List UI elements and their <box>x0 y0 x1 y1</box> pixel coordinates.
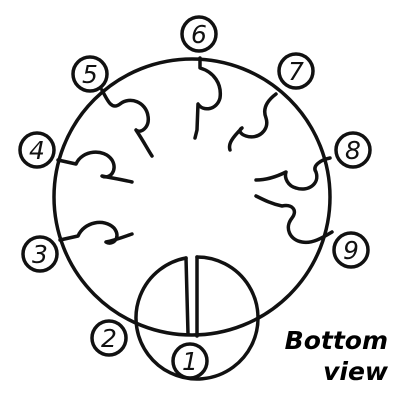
pin-circle-9 <box>332 231 370 269</box>
pin-label-5: 5 <box>82 60 98 89</box>
pin-circle-5 <box>71 55 109 93</box>
pin-label-7: 7 <box>288 57 304 86</box>
pin-label-2: 2 <box>101 324 117 353</box>
pin-label-6: 6 <box>191 20 207 49</box>
pin-circle-3 <box>21 235 59 273</box>
pin-circle-1 <box>171 342 209 380</box>
connector-pin-6 <box>193 56 223 140</box>
connector-pin-4 <box>56 150 134 184</box>
connector-pin-5 <box>100 88 154 158</box>
pin-circle-8 <box>334 131 372 169</box>
connector-pin-9 <box>254 194 334 245</box>
caption-line-bottom: Bottom <box>284 326 388 355</box>
view-caption: Bottom view <box>248 325 388 387</box>
inner-key-circle <box>134 255 260 381</box>
pin-label-1: 1 <box>182 347 198 376</box>
caption-line-view: view <box>323 357 388 386</box>
pin-label-9: 9 <box>343 236 359 265</box>
pin-circle-6 <box>180 15 218 53</box>
connector-pin-7 <box>227 92 278 152</box>
key-line-left <box>184 256 190 336</box>
pin-label-8: 8 <box>345 136 361 165</box>
pin-label-3: 3 <box>32 240 48 269</box>
pin-circle-7 <box>277 52 315 90</box>
pin-circle-2 <box>90 319 128 357</box>
pin-circle-4 <box>18 131 56 169</box>
outer-base-circle <box>52 57 332 337</box>
connector-pin-3 <box>58 220 134 245</box>
connector-pin-8 <box>254 156 332 191</box>
pin-label-4: 4 <box>29 136 45 165</box>
